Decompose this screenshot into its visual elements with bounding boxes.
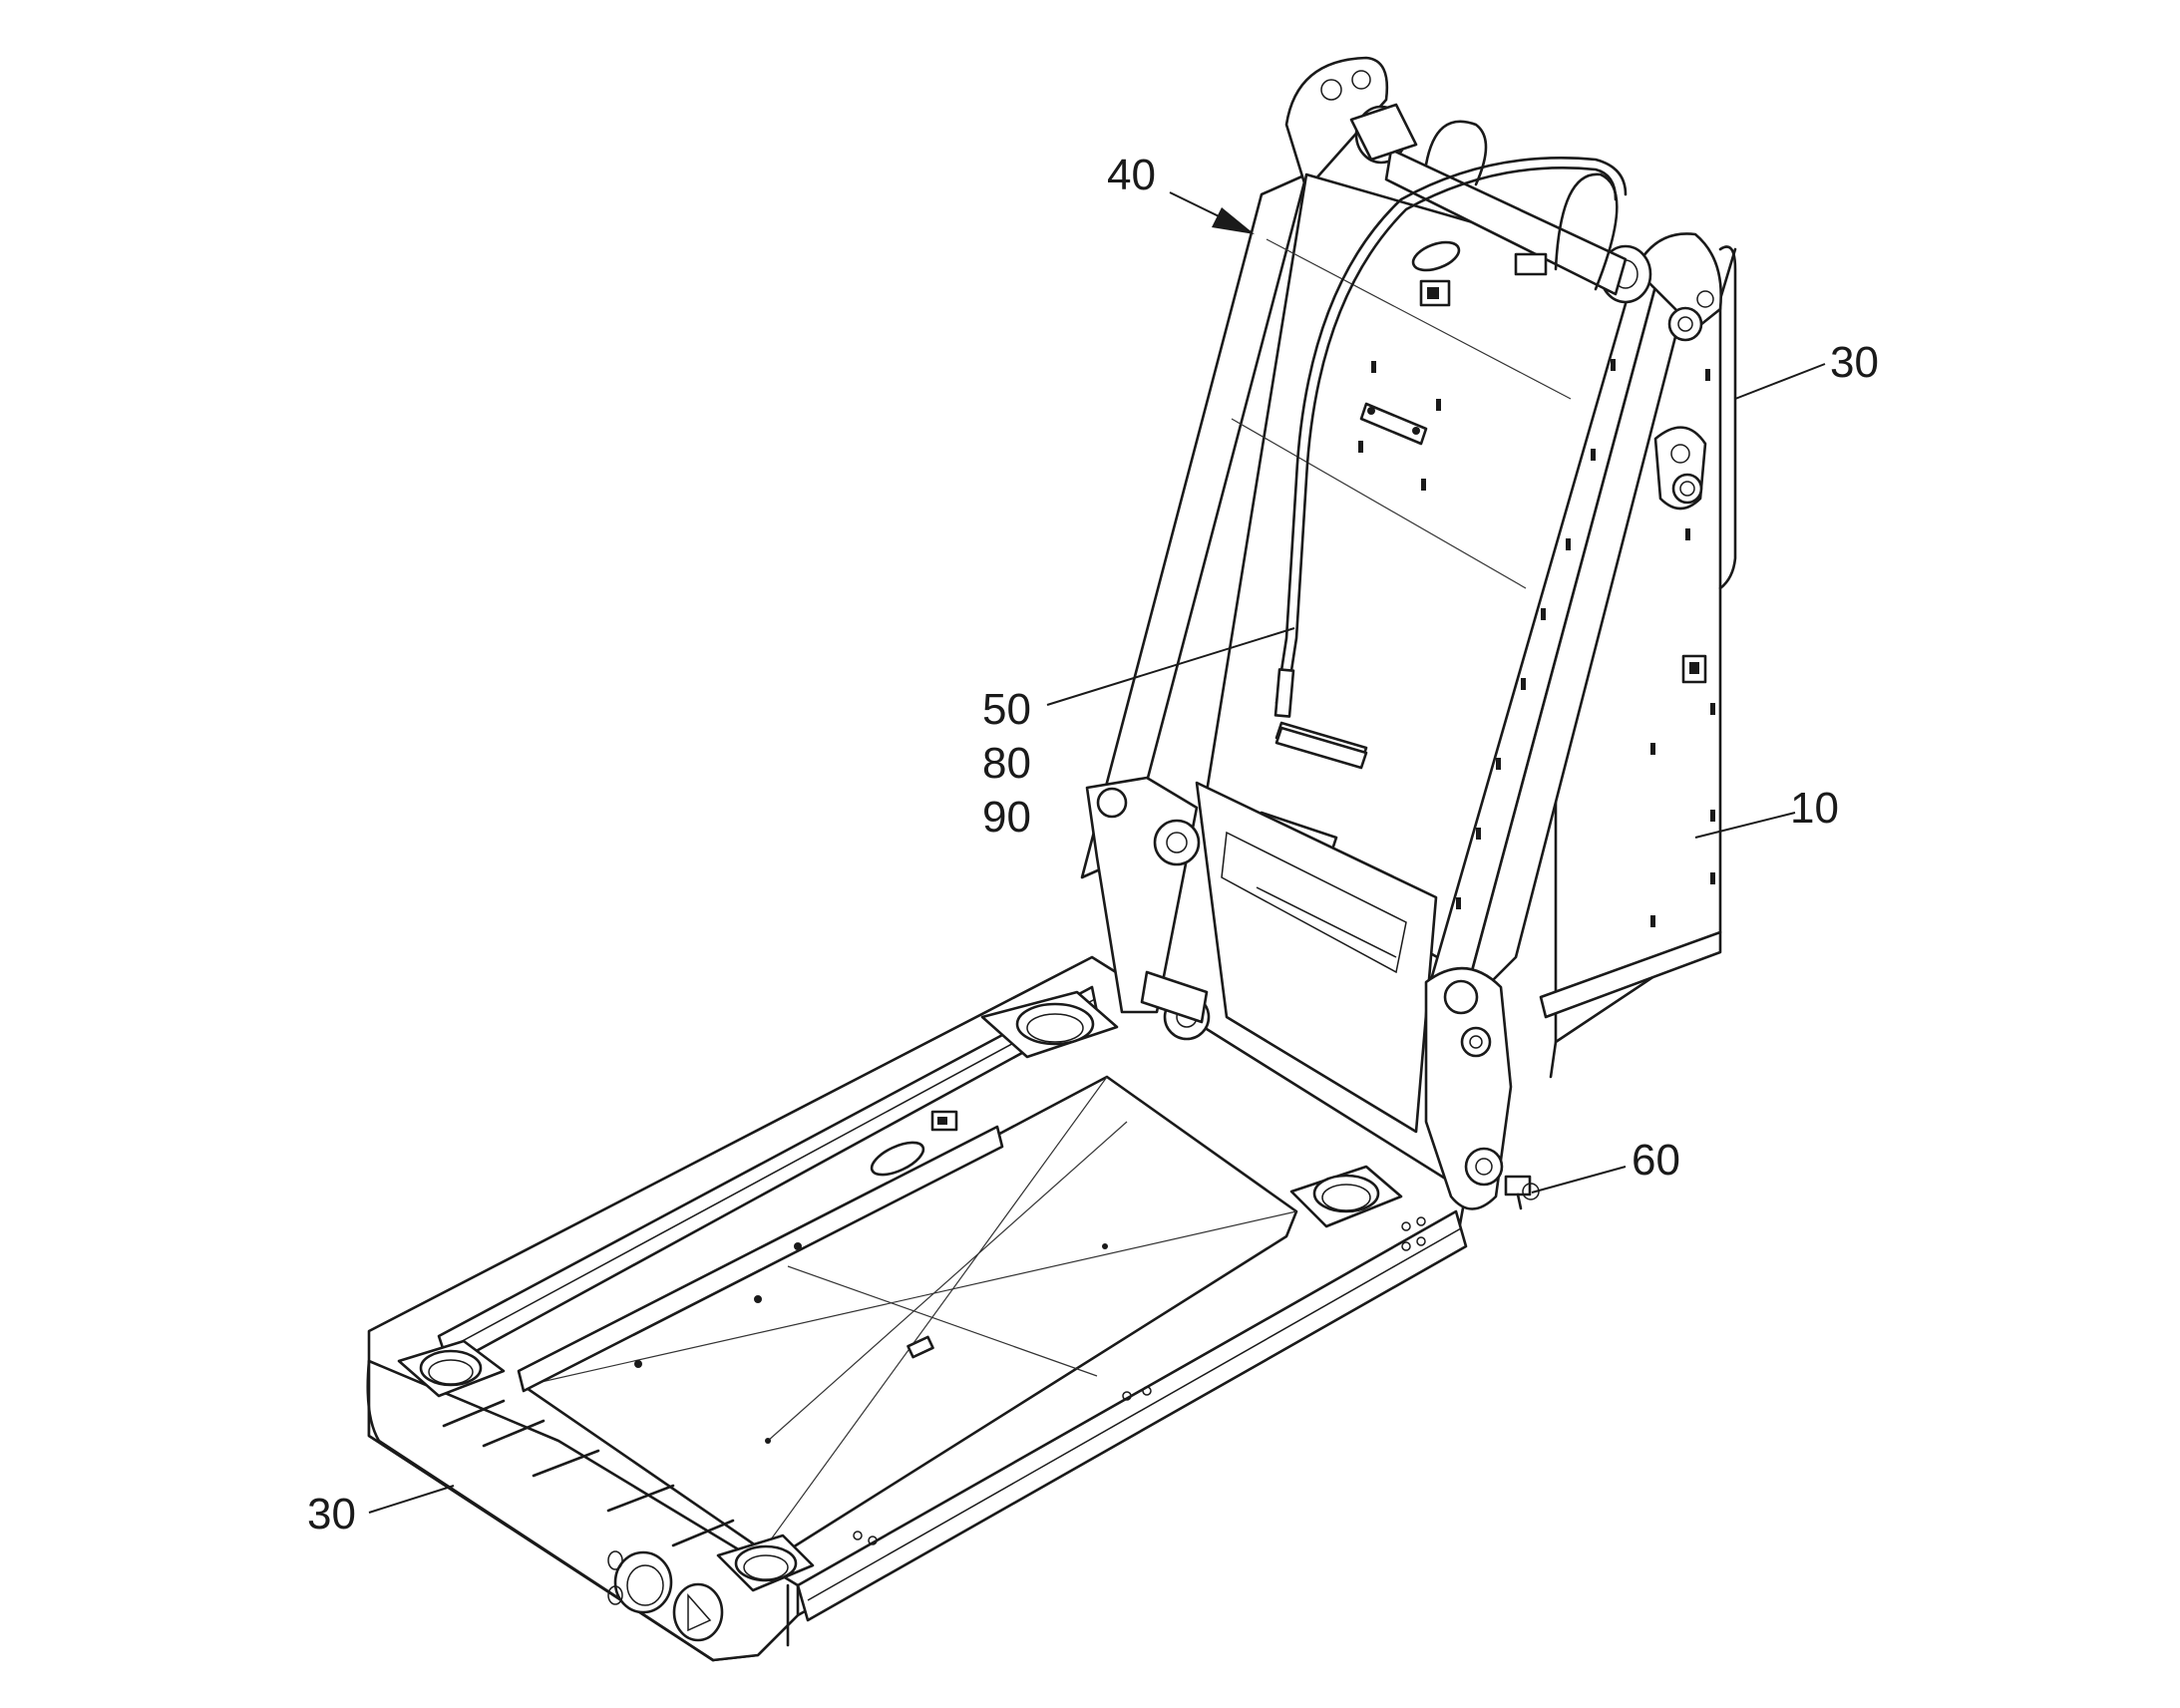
corner-socket: [980, 990, 1119, 1059]
label-assembly: 40: [1107, 151, 1156, 199]
panel-slots: [1358, 359, 1616, 909]
housing-slots: [1650, 369, 1715, 927]
connector: [1504, 1175, 1540, 1210]
beam-slots: [442, 1399, 735, 1547]
label-cable: 50: [982, 685, 1031, 734]
label-base-frame: 30: [307, 1490, 356, 1538]
rail-holes: [634, 1216, 1426, 1545]
base-frame: [366, 955, 1468, 1662]
label-cable-alt-1: 80: [982, 739, 1031, 788]
end-holes: [607, 1550, 724, 1642]
label-upright-frame: 30: [1830, 338, 1879, 387]
corner-socket: [716, 1534, 815, 1592]
label-housing: 10: [1790, 784, 1839, 833]
corner-socket: [397, 1339, 506, 1398]
top-hinge: [1349, 103, 1652, 304]
label-cable-alt-2: 90: [982, 793, 1031, 842]
upright-frame: [1080, 56, 1722, 1210]
label-connector: 60: [1632, 1136, 1680, 1185]
leaders: [368, 191, 1826, 1514]
corner-socket: [1289, 1165, 1403, 1228]
cable: [1273, 120, 1628, 770]
reference-labels: 40 30 50 80 90 10 60 30: [307, 151, 1879, 1538]
